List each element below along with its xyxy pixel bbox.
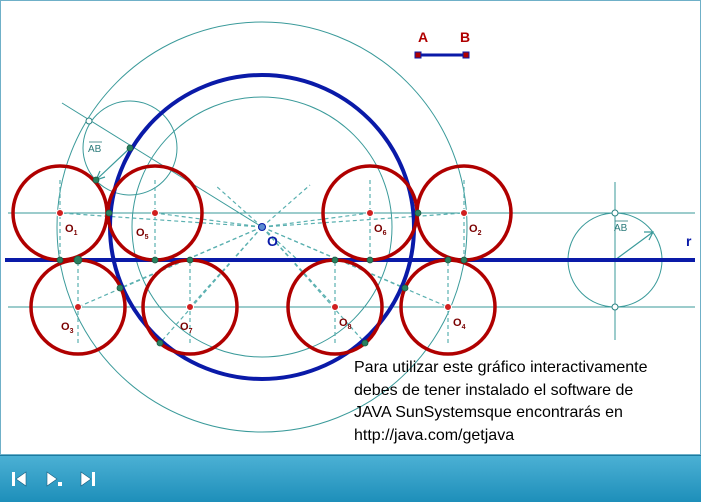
ab-transfer-radius [95,147,131,181]
label-o1: O1 [65,223,78,237]
inner-construction-circle [131,96,393,358]
line-r-label: r [686,233,692,249]
java-install-notice: Para utilizar este gráfico interactivame… [354,357,694,447]
geometry-drawing[interactable]: O r A B AB AB O1 O2 O3 O4 O5 O6 O7 O8 [0,0,701,455]
ab-reference-radius [614,231,654,261]
animation-toolbar [0,455,701,502]
java-notice-line: debes de tener instalado el software de [354,381,634,399]
construction-canvas[interactable]: O r A B AB AB O1 O2 O3 O4 O5 O6 O7 O8 Pa… [0,0,701,455]
point-a-handle[interactable] [414,51,422,59]
label-o7: O7 [180,321,193,335]
label-o6: O6 [374,223,387,237]
construction-nodes [57,117,619,311]
tangency-points [56,144,468,347]
step-play-button[interactable] [43,469,65,489]
java-notice-line: Para utilizar este gráfico interactivame… [354,359,648,376]
outer-construction-circle [56,21,468,433]
center-o-label: O [267,233,278,249]
ab-transfer-label: AB [88,141,102,155]
ab-transfer-circle [82,100,178,196]
ab-reference-arrowhead [644,231,654,241]
java-notice-line: JAVA SunSystemsque encontrarás en [354,404,623,421]
svg-text:AB: AB [88,144,102,155]
ab-reference-label: AB [614,220,628,234]
label-o2: O2 [469,223,482,237]
center-o-point[interactable] [258,223,266,231]
skip-to-end-button[interactable] [77,469,99,489]
label-o8: O8 [339,317,352,331]
step-play-icon [46,471,62,487]
label-o4: O4 [453,317,466,331]
svg-text:AB: AB [614,223,628,234]
point-b-handle[interactable] [462,51,470,59]
circle-centers [56,209,468,311]
rewind-button[interactable] [9,469,31,489]
skip-to-end-icon [80,471,95,487]
java-notice-link[interactable]: http://java.com/getjava [354,426,515,444]
point-a-label: A [418,29,428,45]
rewind-icon [12,471,27,487]
label-o5: O5 [136,227,149,241]
label-o3: O3 [61,321,74,335]
point-b-label: B [460,29,470,45]
